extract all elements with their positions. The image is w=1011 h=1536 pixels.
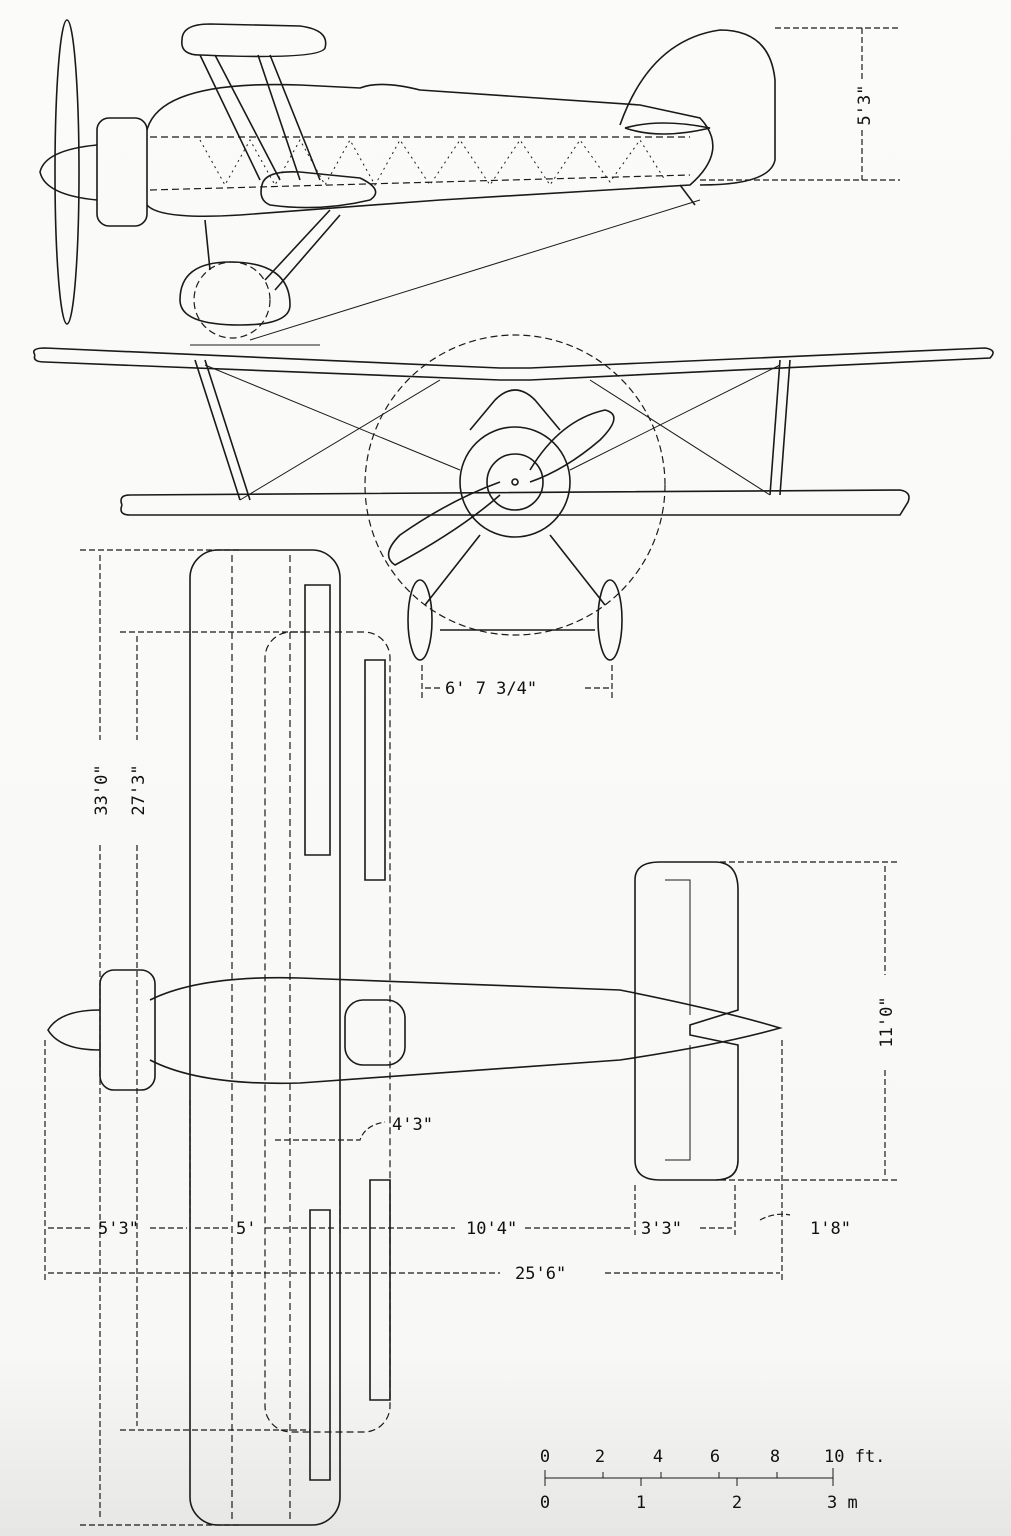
wing-spars bbox=[231, 555, 291, 1520]
engine-top bbox=[99, 969, 156, 1091]
tail-height-dim bbox=[700, 27, 900, 181]
spinner-top bbox=[47, 1009, 101, 1051]
ft-tick-6: 6 bbox=[710, 1447, 720, 1467]
wheel-track-label: 6' 7 3/4" bbox=[445, 679, 537, 699]
propeller-blade-lower bbox=[387, 481, 501, 566]
spinner bbox=[39, 144, 98, 201]
m-tick-2: 2 bbox=[732, 1493, 742, 1513]
m-tick-1: 1 bbox=[636, 1493, 646, 1513]
truss-diagonals bbox=[199, 138, 666, 187]
ground-line bbox=[190, 199, 701, 346]
bracing-wires bbox=[204, 364, 781, 501]
length-station-lines bbox=[44, 1040, 783, 1280]
side-view: 5'3" bbox=[39, 19, 900, 346]
tail-height-label: 5'3" bbox=[855, 85, 875, 126]
ft-tick-4: 4 bbox=[653, 1447, 663, 1467]
fuselage-truss bbox=[149, 136, 691, 191]
scale-line bbox=[544, 1468, 834, 1486]
upper-chord-label: 5' bbox=[236, 1219, 256, 1239]
lower-wing-front bbox=[120, 489, 910, 516]
tailplane-top bbox=[634, 861, 739, 1181]
m-tick-3: 3 m bbox=[827, 1493, 858, 1513]
elevators bbox=[665, 879, 691, 1161]
top-view: 33'0" 27'3" 11'0" 4'3" 5'3" 5' 10'4" 3'3… bbox=[44, 549, 900, 1526]
left-wheel-front bbox=[407, 579, 433, 661]
fuselage-side bbox=[146, 83, 714, 218]
tailplane-span-dim bbox=[720, 861, 900, 1181]
upper-wing-top bbox=[189, 549, 341, 1526]
upper-wing-front bbox=[32, 347, 994, 381]
fuselage-front bbox=[469, 389, 561, 431]
ft-tick-2: 2 bbox=[595, 1447, 605, 1467]
cockpit bbox=[344, 999, 406, 1066]
m-tick-0: 0 bbox=[540, 1493, 550, 1513]
tail-chord-label: 3'3" bbox=[641, 1219, 682, 1239]
elevator-overhang-label: 1'8" bbox=[810, 1219, 851, 1239]
lower-wing-side bbox=[260, 170, 377, 209]
hub bbox=[511, 478, 519, 486]
struts-front bbox=[194, 359, 791, 501]
propeller-disc bbox=[364, 334, 666, 636]
lower-span-dim bbox=[120, 631, 310, 1431]
nose-to-wing-label: 5'3" bbox=[98, 1219, 139, 1239]
ailerons bbox=[304, 584, 391, 1481]
lower-span-label: 27'3" bbox=[129, 764, 149, 815]
span-dim bbox=[80, 549, 240, 1526]
engine-cowling bbox=[96, 117, 148, 227]
propeller-side bbox=[54, 19, 80, 325]
tailplane-side bbox=[624, 122, 711, 135]
tailplane-span-label: 11'0" bbox=[877, 996, 897, 1047]
stagger-dim bbox=[275, 1121, 386, 1141]
upper-wing-side bbox=[181, 23, 327, 58]
propeller-blade-upper bbox=[529, 409, 615, 483]
cowling-inner bbox=[486, 453, 544, 511]
ft-tick-0: 0 bbox=[540, 1447, 550, 1467]
ft-tick-8: 8 bbox=[770, 1447, 780, 1467]
wheel-fairing bbox=[179, 261, 291, 326]
fuselage-top bbox=[149, 976, 783, 1085]
landing-gear-front bbox=[424, 534, 606, 631]
station-dims bbox=[48, 1213, 791, 1229]
undercarriage-strut bbox=[204, 209, 341, 291]
scale-bar: 0 2 4 6 8 10 ft. 0 1 2 3 m bbox=[540, 1447, 886, 1513]
tail-fin bbox=[619, 29, 776, 186]
overall-length-label: 25'6" bbox=[515, 1264, 566, 1284]
ft-tick-10: 10 ft. bbox=[824, 1447, 885, 1467]
stagger-label: 4'3" bbox=[392, 1115, 433, 1135]
tail-skid bbox=[679, 184, 696, 206]
upper-span-label: 33'0" bbox=[92, 764, 112, 815]
right-wheel-front bbox=[597, 579, 623, 661]
engine-front bbox=[459, 426, 571, 538]
lower-wing-top bbox=[264, 631, 391, 1433]
front-view: 6' 7 3/4" bbox=[32, 334, 994, 699]
interplane-struts bbox=[199, 54, 321, 181]
wing-to-tail-label: 10'4" bbox=[466, 1219, 517, 1239]
wheel-side bbox=[193, 261, 271, 339]
